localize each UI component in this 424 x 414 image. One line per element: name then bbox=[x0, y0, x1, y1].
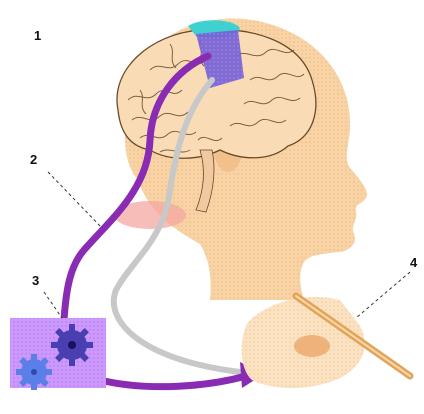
device-box bbox=[10, 318, 106, 390]
gear-icon bbox=[16, 354, 52, 390]
leader-line-4 bbox=[356, 272, 410, 318]
hand-palm-shadow bbox=[294, 335, 330, 357]
label-1: 1 bbox=[34, 28, 41, 43]
output-arrow-shaft bbox=[100, 376, 246, 387]
gear-icon bbox=[51, 324, 93, 366]
leader-line-2 bbox=[48, 172, 102, 228]
label-4: 4 bbox=[410, 255, 417, 270]
label-2: 2 bbox=[30, 152, 37, 167]
label-3: 3 bbox=[32, 273, 39, 288]
hand-icon bbox=[242, 297, 365, 388]
leader-line-3 bbox=[44, 292, 62, 318]
